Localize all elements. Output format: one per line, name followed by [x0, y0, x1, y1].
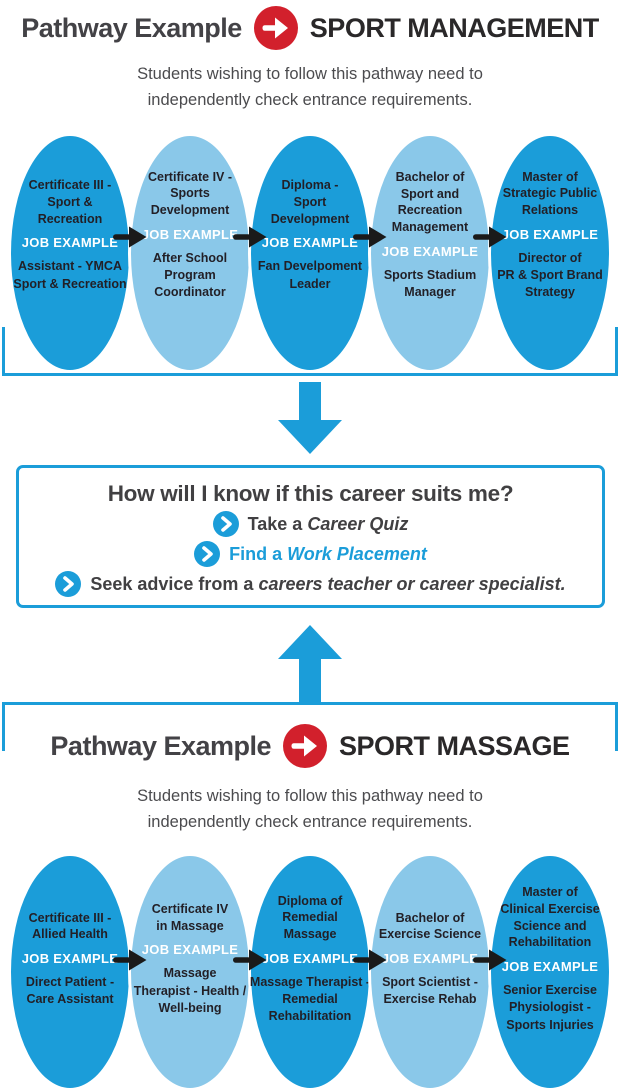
- section2-frame: [2, 702, 618, 751]
- career-suits-me-box: How will I know if this career suits me?…: [16, 465, 605, 608]
- step-cert4-sports-development: Certificate IV - Sports Development JOB …: [128, 133, 252, 373]
- down-arrow-icon: [278, 382, 342, 454]
- job-example-label: JOB EXAMPLE: [21, 235, 119, 251]
- work-placement-link[interactable]: Find a Work Placement: [19, 541, 602, 567]
- career-quiz-link[interactable]: Take a Career Quiz: [19, 511, 602, 537]
- job-example-label: JOB EXAMPLE: [501, 959, 599, 975]
- step-cert3-sport-recreation: Certificate III - Sport & Recreation JOB…: [8, 133, 132, 373]
- job-example-text: After School Program Coordinator: [152, 250, 228, 300]
- qualification-title: Bachelor of Exercise Science: [378, 910, 482, 942]
- section1-header: Pathway Example SPORT MANAGEMENT: [0, 4, 620, 52]
- qualification-title: Master of Clinical Exercise Science and …: [500, 885, 600, 950]
- chevron-circle-icon: [194, 541, 221, 567]
- step-arrow-icon: [113, 949, 147, 971]
- red-circle-arrow-icon: [283, 724, 328, 768]
- seek-advice-link[interactable]: Seek advice from a careers teacher or ca…: [19, 571, 602, 597]
- qualification-title: Certificate IV in Massage: [151, 901, 229, 933]
- step-master-public-relations: Master of Strategic Public Relations JOB…: [488, 133, 612, 373]
- step-bachelor-sport-recreation: Bachelor of Sport and Recreation Managem…: [368, 133, 492, 373]
- qualification-title: Bachelor of Sport and Recreation Managem…: [391, 169, 469, 234]
- job-example-label: JOB EXAMPLE: [21, 951, 119, 966]
- step-arrow-icon: [233, 226, 267, 248]
- step-arrow-icon: [353, 949, 387, 971]
- step-arrow-icon: [473, 949, 507, 971]
- job-example-label: JOB EXAMPLE: [141, 226, 239, 242]
- step-diploma-remedial-massage: Diploma of Remedial Massage JOB EXAMPLE …: [248, 853, 372, 1091]
- step-cert4-massage: Certificate IV in Massage JOB EXAMPLE Ma…: [128, 853, 252, 1091]
- up-arrow-icon: [278, 625, 342, 703]
- bullet-text: Find a Work Placement: [229, 543, 427, 564]
- section1-title: SPORT MANAGEMENT: [309, 12, 600, 43]
- qualification-title: Certificate III - Allied Health: [28, 910, 112, 942]
- pathway-example-label: Pathway Example: [21, 12, 242, 43]
- section2-header: Pathway Example SPORT MASSAGE: [0, 722, 620, 770]
- job-example-label: JOB EXAMPLE: [261, 950, 359, 966]
- career-box-title: How will I know if this career suits me?: [107, 481, 514, 506]
- step-arrow-icon: [113, 226, 147, 248]
- qualification-title: Certificate III - Sport & Recreation: [28, 178, 112, 226]
- job-example-label: JOB EXAMPLE: [141, 942, 239, 958]
- job-example-label: JOB EXAMPLE: [261, 235, 359, 251]
- section1-note: Students wishing to follow this pathway …: [137, 65, 483, 109]
- section1-frame: [2, 327, 618, 376]
- step-arrow-icon: [473, 226, 507, 248]
- job-example-text: Sports Stadium Manager: [383, 267, 477, 299]
- job-example-text: Massage Therapist - Remedial Rehabilitat…: [249, 974, 370, 1024]
- job-example-text: Senior Exercise Physiologist - Sports In…: [503, 983, 597, 1032]
- step-master-clinical-exercise: Master of Clinical Exercise Science and …: [488, 853, 612, 1091]
- pathway-example-label: Pathway Example: [50, 730, 272, 761]
- job-example-text: Director of PR & Sport Brand Strategy: [497, 250, 603, 300]
- step-diploma-sport-development: Diploma - Sport Development JOB EXAMPLE …: [248, 133, 372, 373]
- red-circle-arrow-icon: [253, 6, 298, 50]
- qualification-title: Certificate IV - Sports Development: [147, 169, 233, 218]
- step-arrow-icon: [353, 226, 387, 248]
- qualification-title: Master of Strategic Public Relations: [502, 169, 598, 218]
- job-example-text: Fan Develpoment Leader: [257, 259, 363, 291]
- step-bachelor-exercise-science: Bachelor of Exercise Science JOB EXAMPLE…: [368, 853, 492, 1091]
- bullet-text: Seek advice from a careers teacher or ca…: [90, 573, 566, 594]
- step-arrow-icon: [233, 949, 267, 971]
- qualification-title: Diploma - Sport Development: [270, 178, 350, 226]
- job-example-text: Assistant - YMCA Sport & Recreation: [13, 259, 127, 291]
- section2-title: SPORT MASSAGE: [339, 730, 570, 761]
- chevron-circle-icon: [55, 571, 82, 597]
- job-example-label: JOB EXAMPLE: [501, 226, 599, 242]
- chevron-circle-icon: [212, 511, 239, 537]
- bullet-text: Take a Career Quiz: [247, 513, 409, 534]
- section2-note: Students wishing to follow this pathway …: [137, 787, 483, 831]
- job-example-label: JOB EXAMPLE: [381, 243, 479, 259]
- qualification-title: Diploma of Remedial Massage: [277, 893, 343, 942]
- job-example-text: Direct Patient - Care Assistant: [25, 975, 115, 1007]
- job-example-label: JOB EXAMPLE: [381, 951, 479, 966]
- job-example-text: Sport Scientist - Exercise Rehab: [382, 975, 478, 1007]
- step-cert3-allied-health: Certificate III - Allied Health JOB EXAM…: [8, 853, 132, 1091]
- job-example-text: Massage Therapist - Health / Well-being: [133, 966, 247, 1015]
